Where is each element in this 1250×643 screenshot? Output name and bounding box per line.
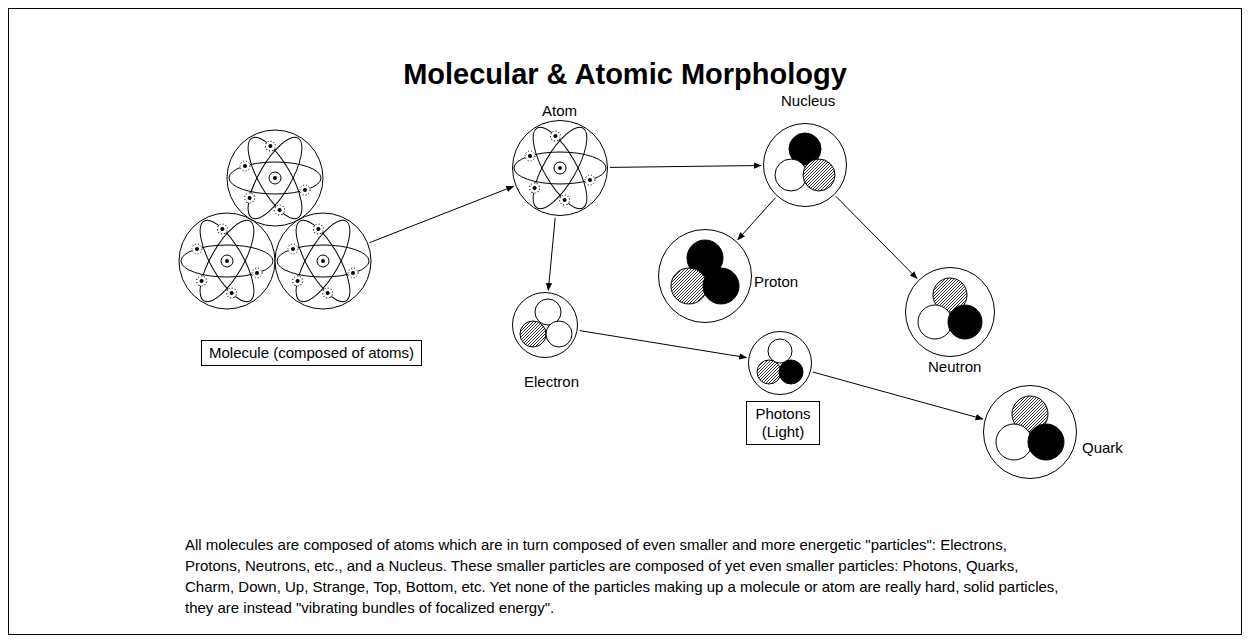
frame <box>9 9 1242 635</box>
title: Molecular & Atomic Morphology <box>0 56 1250 92</box>
arrow-connector <box>610 166 761 168</box>
particle-outline <box>658 229 752 323</box>
particle-balls <box>520 133 1064 460</box>
arrow-connector <box>370 186 514 242</box>
particle-outline <box>512 292 578 358</box>
nucleus-circle: Nucleus <box>763 123 847 207</box>
particle-outline <box>763 123 847 207</box>
particle-circle <box>764 124 847 207</box>
electron-label: Electron <box>524 373 579 391</box>
arrow-connector <box>580 331 747 358</box>
particle-circle <box>984 386 1077 479</box>
particle-outline <box>748 331 812 395</box>
photons-circle: Photons (Light) <box>748 331 812 395</box>
particle-circle <box>906 268 995 357</box>
molecule-atoms <box>179 130 371 309</box>
neutron-circle: Neutron <box>905 267 995 357</box>
particle-circle <box>513 293 578 358</box>
arrow-connector <box>813 372 983 419</box>
quark-label: Quark <box>1082 439 1123 457</box>
particle-outline <box>983 385 1077 479</box>
proton-label: Proton <box>754 273 798 291</box>
particle-outline <box>512 120 608 216</box>
atom-orbits <box>514 120 606 216</box>
arrow-connector <box>738 198 776 240</box>
neutron-label: Neutron <box>928 358 981 376</box>
photons-label: Photons (Light) <box>746 401 820 445</box>
molecule-label: Molecule (composed of atoms) <box>201 340 422 366</box>
proton-circle: Proton <box>658 229 752 323</box>
particle-circle <box>749 332 812 395</box>
particle-circle <box>513 121 608 216</box>
arrow-connector <box>548 218 555 290</box>
molecule-group: Molecule (composed of atoms) <box>179 130 371 309</box>
atom-circle: Atom <box>512 120 608 216</box>
atom-label: Atom <box>542 102 577 120</box>
caption: All molecules are composed of atoms whic… <box>185 534 1065 618</box>
particle-circle <box>659 230 752 323</box>
arrow-connector <box>836 196 917 278</box>
nucleus-label: Nucleus <box>781 92 835 110</box>
quark-circle: Quark <box>983 385 1077 479</box>
electron-circle: Electron <box>512 292 578 358</box>
particle-outline <box>905 267 995 357</box>
